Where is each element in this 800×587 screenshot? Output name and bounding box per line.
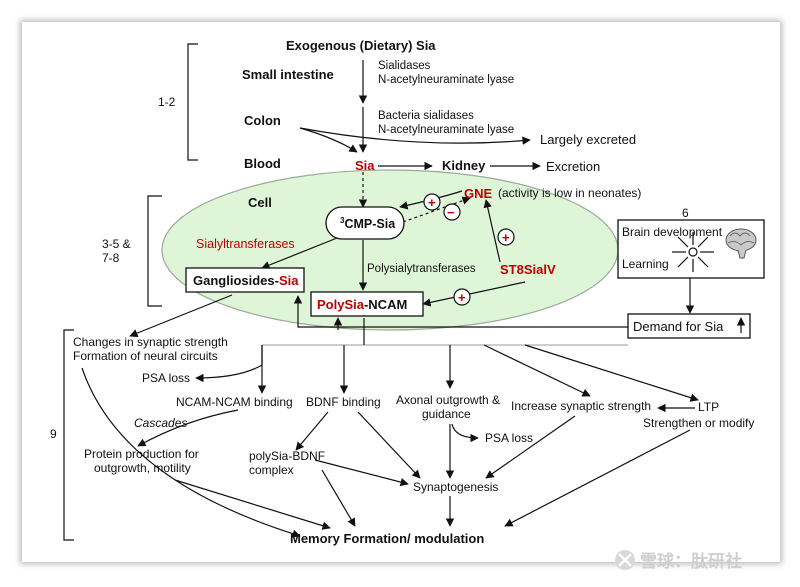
sia-label: Sia — [355, 158, 375, 173]
arrow-increase-to-synapto — [485, 415, 576, 479]
colon-label: Colon — [244, 113, 281, 128]
st8-label: ST8SialV — [500, 262, 556, 277]
arrow-axonal-to-psa — [451, 423, 479, 443]
plus-circle-gne — [423, 193, 441, 211]
arrow-protein-to-memory — [174, 479, 331, 530]
arrow-strengthen-to-memory — [504, 429, 691, 527]
synaptogenesis-label: Synaptogenesis — [413, 480, 498, 494]
gangliosides-label: Gangliosides-Sia — [193, 273, 299, 288]
bracket-1-2-label: 1-2 — [158, 95, 176, 109]
arrow-st8-to-polysia — [422, 281, 526, 307]
cmp-text: CMP-Sia — [344, 217, 396, 231]
cascades-label: Cascades — [134, 416, 187, 430]
protein-production-label: Protein production for — [84, 447, 199, 461]
arrow-demand-to-gangliosides — [293, 295, 628, 328]
formation-circuits-label: Formation of neural circuits — [73, 349, 218, 363]
brain-development-label: Brain development — [622, 225, 723, 239]
watermark: 雪球：肽研社 — [640, 551, 742, 571]
arrow-bdnf-to-polysia — [295, 411, 329, 451]
bracket-1-2 — [187, 43, 198, 161]
bracket-9 — [63, 329, 74, 541]
arrow-cmp-to-gangliosides — [261, 237, 338, 270]
plus-sign-polysia: + — [458, 290, 466, 305]
minus-sign-gne: − — [447, 205, 455, 220]
learning-label: Learning — [622, 257, 669, 271]
gne-note: (activity is low in neonates) — [498, 186, 641, 200]
complex-label: complex — [249, 463, 294, 477]
blood-label: Blood — [244, 156, 281, 171]
memory-formation-label: Memory Formation/ modulation — [290, 531, 484, 546]
bacteria-sialidases: Bacteria sialidases — [378, 110, 474, 122]
plus-circle-polysia — [453, 288, 471, 306]
plus-sign-gne: + — [428, 195, 436, 210]
arrow-polysia-bdnf-to-synapto — [314, 459, 409, 487]
arrow-to-excreted — [299, 127, 531, 145]
cmp-sia-box — [325, 206, 405, 240]
plus-sign-st8: + — [502, 230, 510, 245]
arrow-gangliosides-to-changes — [129, 294, 233, 338]
demand-box — [627, 313, 751, 339]
exogenous-label: Exogenous (Dietary) Sia — [286, 38, 436, 53]
polysia-bdnf-label: polySia-BDNF — [249, 449, 325, 463]
ltp-label: LTP — [698, 400, 719, 414]
gangliosides-text: Gangliosides- — [193, 273, 279, 288]
psa-loss-left: PSA loss — [142, 371, 190, 385]
polysialyltransferases-label: Polysialytransferases — [367, 263, 476, 275]
kidney-label: Kidney — [442, 158, 486, 173]
sialyltransferases-label: Sialyltransferases — [196, 237, 295, 251]
arrow-colon-to-sia-curve — [299, 127, 358, 153]
polysia-ncam-label: PolySia-NCAM — [317, 297, 407, 312]
bracket-9-label: 9 — [50, 427, 57, 441]
psa-loss-right: PSA loss — [485, 431, 533, 445]
arrow-st8-to-gne — [483, 199, 501, 263]
plus-circle-st8 — [497, 228, 515, 246]
changes-synaptic-label: Changes in synaptic strength — [73, 335, 228, 349]
polysia-text: PolySia — [317, 297, 365, 312]
cell-label: Cell — [248, 195, 272, 210]
small-intestine-label: Small intestine — [242, 67, 334, 82]
bdnf-binding-label: BDNF binding — [306, 395, 381, 409]
increase-synaptic-label: Increase synaptic strength — [511, 399, 651, 413]
arrow-to-ltp — [524, 344, 699, 402]
arrow-to-increase — [483, 344, 591, 397]
outgrowth-motility-label: outgrowth, motility — [94, 461, 191, 475]
bacteria-lyase: N-acetylneuraminate lyase — [378, 124, 514, 136]
arrow-bdnf-to-synapto — [357, 411, 421, 479]
axonal-outgrowth-label: Axonal outgrowth & — [396, 393, 500, 407]
bracket-6-label: 6 — [682, 206, 689, 220]
demand-label: Demand for Sia — [633, 319, 724, 334]
largely-excreted-label: Largely excreted — [540, 132, 636, 147]
starburst-icon — [672, 232, 714, 272]
enzyme-lyase: N-acetylneuraminate lyase — [378, 74, 514, 86]
minus-circle-gne — [443, 203, 461, 221]
brain-icon — [725, 228, 757, 259]
bracket-3-8 — [147, 195, 162, 307]
gangliosides-sia: Sia — [279, 273, 299, 288]
snowball-logo-icon — [615, 550, 635, 570]
arrow-changes-to-memory — [81, 367, 301, 538]
ncam-text: -NCAM — [364, 297, 407, 312]
arrow-ncam-to-protein — [137, 409, 239, 447]
gangliosides-box — [185, 267, 305, 293]
cmp-sia-label: 3CMP-Sia — [340, 216, 396, 231]
cmp-superscript: 3 — [340, 216, 345, 225]
guidance-label: guidance — [422, 407, 471, 421]
bracket-3-5-label: 3-5 & — [102, 237, 131, 251]
polysia-ncam-box — [310, 291, 424, 317]
strengthen-label: Strengthen or modify — [643, 416, 754, 430]
ncam-binding-label: NCAM-NCAM binding — [176, 395, 293, 409]
enzyme-sialidases: Sialidases — [378, 60, 431, 72]
gne-label: GNE — [464, 186, 493, 201]
arrow-polysia-bdnf-to-memory — [321, 469, 356, 527]
bracket-7-8-label: 7-8 — [102, 251, 120, 265]
excretion-label: Excretion — [546, 159, 600, 174]
